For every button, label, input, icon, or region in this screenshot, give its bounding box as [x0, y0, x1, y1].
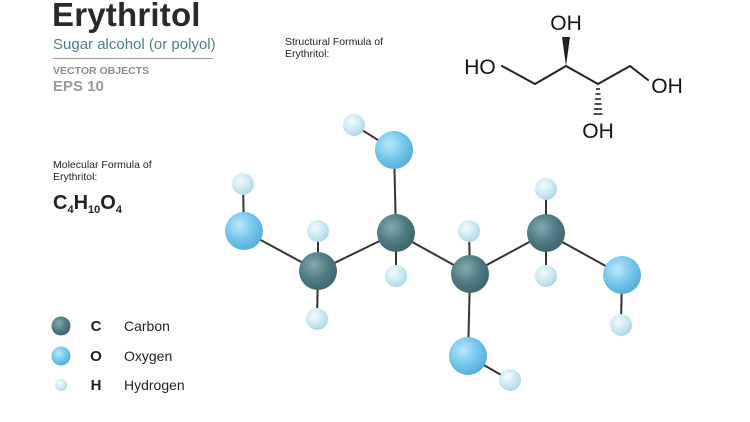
- structural-oh-bottom: OH: [582, 120, 614, 143]
- hydrogen-legend-icon: [51, 375, 71, 395]
- wedge-bond: [562, 37, 570, 66]
- structural-caption-line1: Structural Formula of: [285, 36, 384, 48]
- hydrogen-atom: [610, 314, 632, 336]
- molecular-formula: C4H10O4: [53, 192, 122, 216]
- legend-label: Hydrogen: [124, 377, 185, 393]
- legend-symbol: C: [90, 317, 102, 335]
- hydrogen-atom: [535, 265, 557, 287]
- hydrogen-atom: [535, 178, 557, 200]
- eps-label: EPS 10: [53, 78, 104, 95]
- oxygen-atom: [449, 337, 487, 375]
- structural-bond-4: [597, 65, 631, 85]
- hash-bond: [593, 88, 603, 115]
- formula-hydrogen-count: 10: [88, 204, 101, 216]
- formula-hydrogen: H: [73, 192, 89, 214]
- structural-caption-line2: Erythritol:: [285, 48, 330, 60]
- legend-label: Carbon: [124, 318, 170, 334]
- vector-objects-label: VECTOR OBJECTS: [53, 65, 150, 77]
- oxygen-legend-icon: [51, 346, 71, 366]
- formula-oxygen-count: 4: [115, 204, 122, 216]
- oxygen-atom: [603, 256, 641, 294]
- diagram-subtitle: Sugar alcohol (or polyol): [53, 36, 216, 53]
- structural-oh-right: OH: [651, 75, 683, 98]
- structural-bond-3: [565, 65, 599, 85]
- formula-oxygen: O: [100, 192, 116, 214]
- structural-bond-2: [534, 65, 567, 85]
- carbon-atom: [527, 214, 565, 252]
- legend-symbol: O: [90, 347, 102, 365]
- hydrogen-atom: [232, 173, 254, 195]
- carbon-atom: [451, 255, 489, 293]
- oxygen-atom: [375, 131, 413, 169]
- hydrogen-atom: [343, 114, 365, 136]
- carbon-atom: [377, 214, 415, 252]
- hydrogen-atom: [306, 308, 328, 330]
- legend-carbon: C Carbon: [51, 315, 170, 337]
- structural-oh-top: OH: [550, 12, 582, 35]
- carbon-atom: [299, 252, 337, 290]
- hydrogen-atom: [385, 265, 407, 287]
- structural-bond-5: [629, 65, 649, 81]
- legend-oxygen: O Oxygen: [51, 345, 172, 367]
- formula-carbon: C: [53, 192, 68, 214]
- structural-bond-1: [501, 65, 536, 85]
- structural-ho-left: HO: [464, 56, 496, 79]
- hydrogen-atom: [458, 220, 480, 242]
- hydrogen-atom: [499, 369, 521, 391]
- legend-hydrogen: H Hydrogen: [51, 374, 185, 396]
- legend-symbol: H: [90, 376, 102, 394]
- oxygen-atom: [225, 212, 263, 250]
- structural-formula-caption: Structural Formula of Erythritol:: [285, 36, 405, 60]
- molecular-caption-line1: Molecular Formula of: [53, 159, 152, 171]
- hydrogen-atom: [307, 220, 329, 242]
- molecular-caption-line2: Erythritol:: [53, 171, 98, 183]
- formula-carbon-count: 4: [67, 204, 74, 216]
- legend-label: Oxygen: [124, 348, 173, 364]
- title-divider: [53, 58, 213, 59]
- diagram-title: Erythritol: [52, 0, 201, 33]
- molecular-formula-caption: Molecular Formula of Erythritol:: [53, 159, 173, 183]
- carbon-legend-icon: [51, 316, 71, 336]
- model-bonds: [242, 124, 623, 381]
